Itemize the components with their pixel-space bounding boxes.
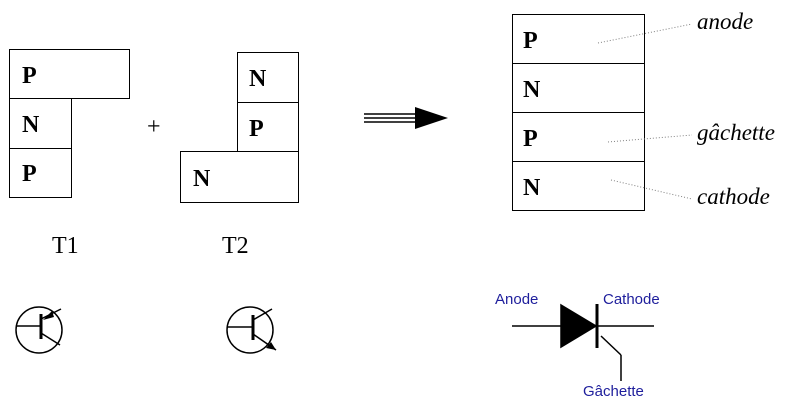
t2-layer-n-bottom-label: N bbox=[193, 166, 211, 192]
pnp-transistor-icon bbox=[15, 306, 63, 354]
result-layer-p-top: P bbox=[512, 14, 645, 64]
t1-layer-p-top: P bbox=[9, 49, 130, 99]
result-layer-p-mid-label: P bbox=[523, 126, 538, 152]
t2-layer-p: P bbox=[237, 102, 299, 152]
thyristor-symbol-icon bbox=[512, 303, 654, 381]
t1-layer-p-top-label: P bbox=[22, 63, 37, 89]
annotation-gate: gâchette bbox=[697, 120, 775, 145]
t1-layer-p-bottom: P bbox=[9, 148, 72, 198]
result-layer-n-bottom-label: N bbox=[523, 175, 541, 201]
symbol-gate-label: Gâchette bbox=[583, 383, 644, 400]
double-arrow-right-icon bbox=[364, 107, 448, 129]
result-layer-p-top-label: P bbox=[523, 28, 538, 54]
t2-layer-p-label: P bbox=[249, 116, 264, 142]
annotation-anode: anode bbox=[697, 9, 754, 34]
symbol-cathode-label: Cathode bbox=[603, 291, 660, 308]
t2-layer-n-bottom: N bbox=[180, 151, 299, 203]
annotation-cathode: cathode bbox=[697, 184, 770, 209]
t2-layer-n-top: N bbox=[237, 52, 299, 103]
symbol-anode-label: Anode bbox=[495, 291, 539, 308]
plus-sign: + bbox=[147, 114, 161, 140]
t1-layer-n-label: N bbox=[22, 112, 40, 138]
t1-caption: T1 bbox=[52, 233, 79, 259]
npn-transistor-icon bbox=[226, 306, 277, 354]
result-layer-n-mid-label: N bbox=[523, 77, 541, 103]
t1-layer-p-bottom-label: P bbox=[22, 161, 37, 187]
t2-layer-n-top-label: N bbox=[249, 66, 267, 92]
annotation-leaders bbox=[597, 23, 693, 200]
t2-caption: T2 bbox=[222, 233, 249, 259]
result-layer-p-mid: P bbox=[512, 112, 645, 162]
result-layer-n-bottom: N bbox=[512, 161, 645, 211]
